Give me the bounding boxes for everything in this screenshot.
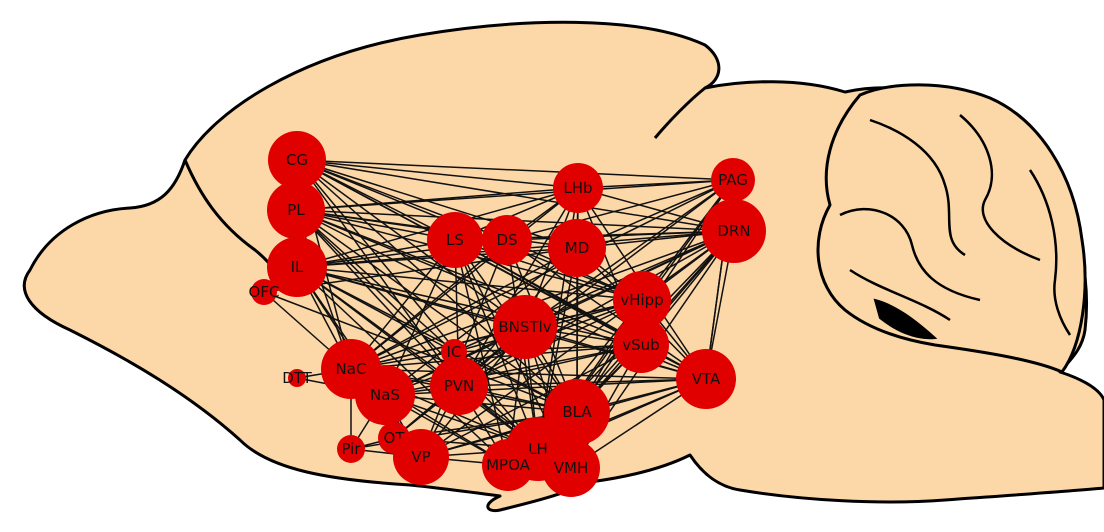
- node-vta: VTA: [676, 349, 736, 409]
- node-cg: CG: [268, 131, 326, 189]
- node-dtt: DTT: [282, 369, 312, 387]
- node-vmh: VMH: [542, 439, 600, 497]
- node-pag: PAG: [711, 158, 755, 202]
- node-lhb: LHb: [553, 163, 603, 213]
- node-label-ofc: OFC: [249, 283, 280, 301]
- node-label-dtt: DTT: [282, 369, 312, 387]
- node-drn: DRN: [702, 199, 766, 263]
- node-pir: Pir: [337, 435, 365, 463]
- node-pvn: PVN: [430, 357, 488, 415]
- node-label-pvn: PVN: [444, 377, 475, 395]
- node-md: MD: [548, 219, 606, 277]
- node-label-nas: NaS: [370, 386, 400, 404]
- node-vsub: vSub: [613, 317, 669, 373]
- node-label-mpoa: MPOA: [486, 456, 531, 474]
- node-label-nac: NaC: [336, 360, 367, 378]
- node-label-vmh: VMH: [554, 459, 588, 477]
- node-label-il: IL: [291, 258, 304, 276]
- node-label-md: MD: [565, 239, 590, 257]
- node-label-bnstlv: BNSTlv: [498, 318, 551, 336]
- node-mpoa: MPOA: [482, 439, 534, 491]
- node-label-lhb: LHb: [563, 179, 592, 197]
- node-pl: PL: [267, 181, 325, 239]
- node-label-ds: DS: [496, 231, 517, 249]
- node-label-vhipp: vHipp: [620, 291, 663, 309]
- node-label-drn: DRN: [717, 222, 750, 240]
- node-label-pir: Pir: [341, 440, 361, 458]
- node-label-cg: CG: [286, 151, 308, 169]
- node-ls: LS: [427, 212, 483, 268]
- node-vp: VP: [393, 429, 449, 485]
- node-bnstlv: BNSTlv: [493, 295, 557, 359]
- node-label-bla: BLA: [562, 403, 592, 421]
- node-label-pl: PL: [287, 201, 305, 219]
- node-ds: DS: [482, 215, 532, 265]
- node-nas: NaS: [355, 365, 415, 425]
- node-label-vp: VP: [411, 448, 430, 466]
- node-label-pag: PAG: [718, 171, 748, 189]
- node-label-vta: VTA: [692, 370, 721, 388]
- node-label-ls: LS: [446, 231, 464, 249]
- node-label-vsub: vSub: [622, 336, 659, 354]
